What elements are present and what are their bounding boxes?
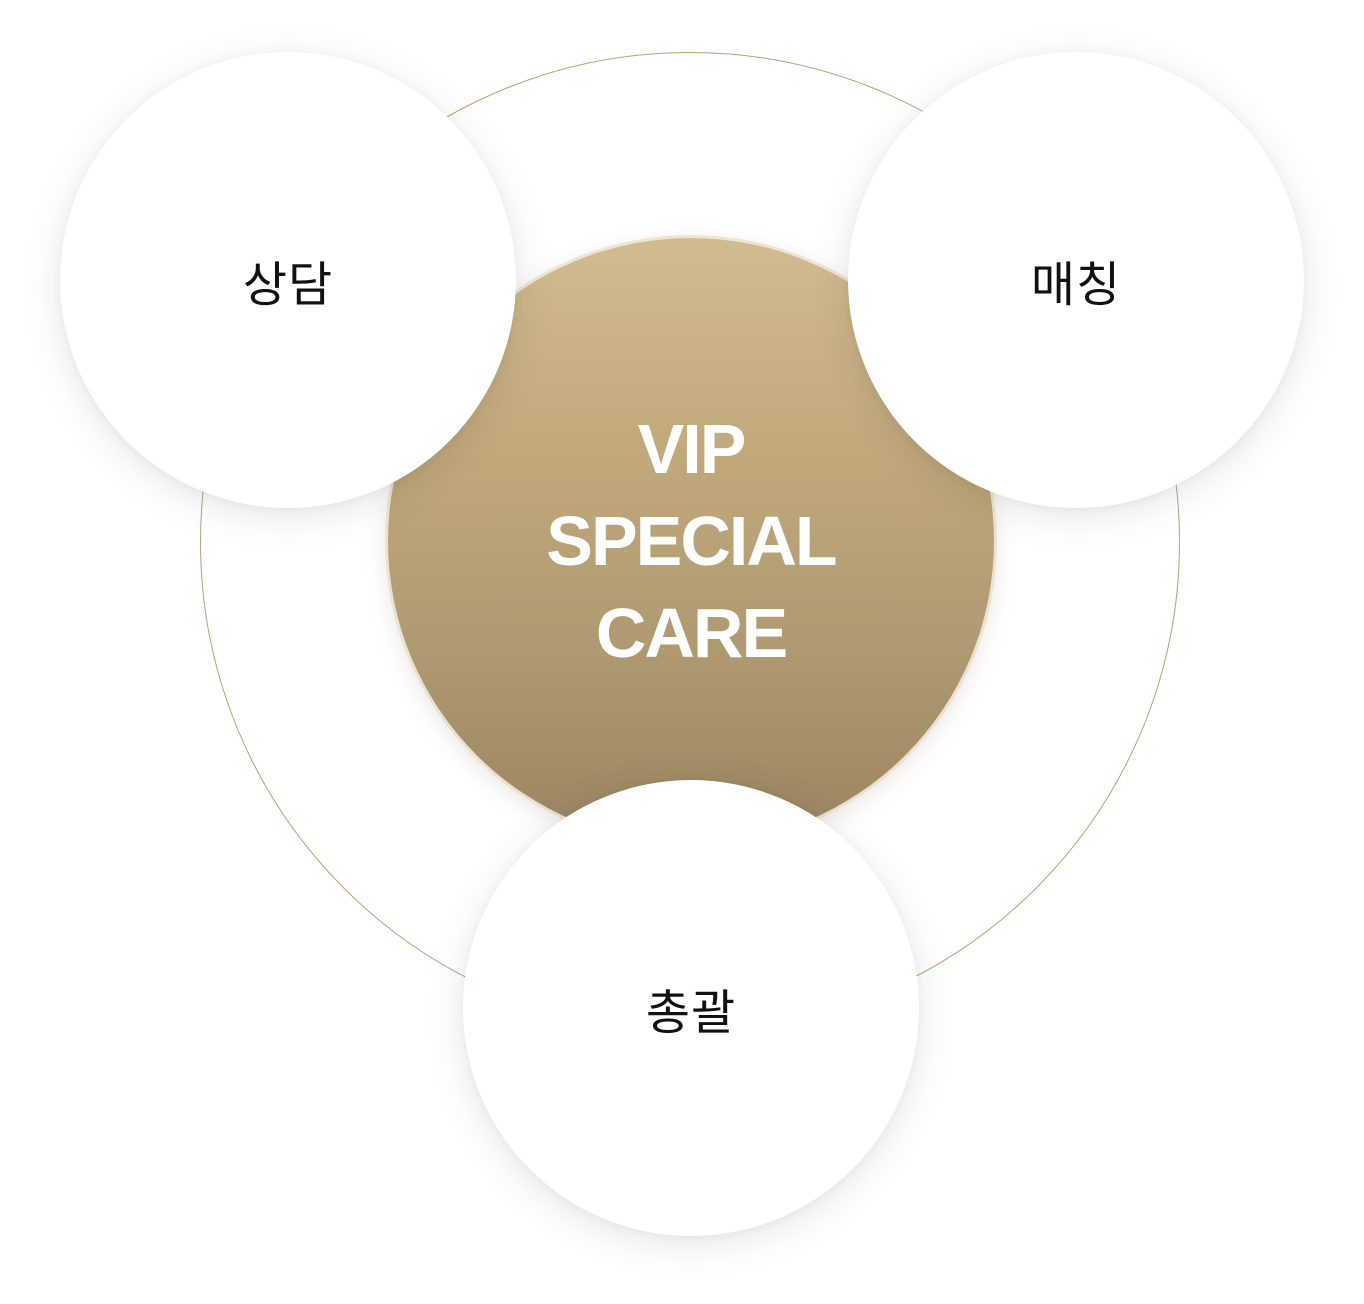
satellite-management: 총괄 (463, 780, 919, 1236)
center-title-line-2: SPECIAL (546, 502, 837, 580)
satellite-matching: 매칭 (848, 52, 1304, 508)
center-title-line-1: VIP (637, 410, 747, 488)
satellite-consultation-label: 상담 (242, 257, 334, 313)
satellite-consultation: 상담 (60, 52, 516, 508)
center-title: VIP SPECIAL CARE (388, 238, 994, 844)
satellite-management-label: 총괄 (645, 985, 737, 1041)
satellite-matching-label: 매칭 (1030, 257, 1122, 313)
center-title-line-3: CARE (595, 594, 788, 672)
